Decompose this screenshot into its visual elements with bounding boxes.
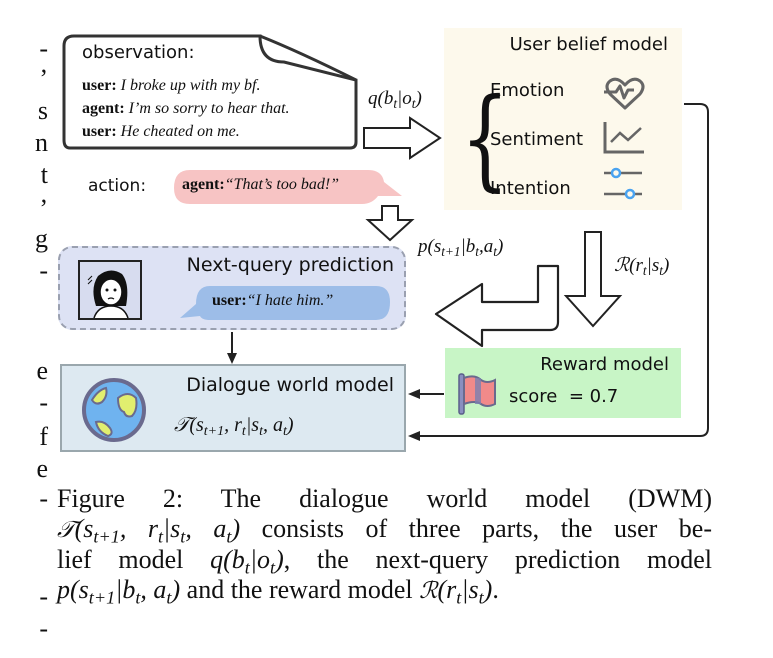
arrowhead-left [408,389,420,399]
reward-model-title: Reward model [540,354,669,375]
portrait-drawing [87,270,129,319]
reward-formula: ℛ(rt|st) [614,254,670,278]
left-fragment: g [35,224,48,253]
caption-text: Figure 2: The dialogue world model (DWM) [57,484,712,513]
sliders-icon [604,167,642,200]
globe-icon [82,378,146,442]
dwm-title: Dialogue world model [186,374,394,396]
speaker-label: user: [82,123,117,140]
bubble-shape [180,286,390,320]
left-fragment: f [39,422,48,451]
left-fragment: e [36,356,48,385]
utterance: “I hate him.” [246,292,334,309]
hollow-arrow-down [365,205,415,242]
speaker-label: agent: [82,100,125,117]
user-belief-model-box: User belief model { Emotion Sentiment In… [444,28,682,210]
belief-formula: q(bt|ot) [368,88,422,111]
speaker-label: agent: [182,176,225,193]
caption-line: p(st+1|bt, at) and the reward model ℛ(rt… [57,575,499,608]
line-chart-icon [603,122,644,154]
speaker-label: user: [212,292,247,309]
left-fragment: ’ [39,194,48,223]
left-fragment: - [39,388,48,417]
left-fragment: - [39,614,48,643]
arrowhead-down [227,353,237,364]
user-speech-bubble: user:“I hate him.” [180,284,392,322]
arrowhead-left [408,431,420,441]
action-utterance: agent:“That’s too bad!” [182,176,339,194]
reward-score: score = 0.7 [509,386,618,407]
caption-line: Figure 2: The dialogue world model (DWM) [57,484,712,514]
utterance: “That’s too bad!” [224,176,340,193]
score-label: score [509,386,558,407]
heart-pulse-icon [604,77,645,110]
reward-model-box: Reward model score = 0.7 [445,348,681,418]
action-label: action: [88,176,147,196]
dialogue-line: user: I broke up with my bf. [82,74,290,97]
observation-dialogue: user: I broke up with my bf. agent: I’m … [82,74,290,143]
score-value: = 0.7 [568,386,619,407]
left-fragment: - [39,256,48,285]
left-fragment: - [39,484,48,513]
figure-caption: Figure 2: The dialogue world model (DWM)… [57,484,712,608]
dialogue-line: agent: I’m so sorry to hear that. [82,97,290,120]
hollow-l-arrow [434,264,560,348]
speaker-label: user: [82,77,117,94]
left-fragment: e [36,454,48,483]
left-fragment: s [37,96,48,125]
predicted-user-utterance: user:“I hate him.” [212,292,333,310]
feedback-line [418,103,709,437]
bubble-shape [174,170,402,204]
observation-card: observation: user: I broke up with my bf… [60,32,360,152]
connector-arrows [227,103,709,441]
left-fragment: ’ [39,64,48,93]
next-query-formula: p(st+1|bt,at) [418,236,504,259]
dialogue-line: user: He cheated on me. [82,120,290,143]
belief-item-intention: Intention [490,178,571,199]
left-fragment: - [39,582,48,611]
belief-item-sentiment: Sentiment [490,129,584,150]
utterance: I’m so sorry to hear that. [128,100,290,117]
belief-model-title: User belief model [509,34,668,55]
utterance: He cheated on me. [120,123,240,140]
caption-line: lief model q(bt|ot), the next-query pred… [57,545,712,578]
utterance: I broke up with my bf. [120,77,261,94]
left-fragment: n [35,128,48,157]
observation-title: observation: [82,42,195,63]
dwm-formula: 𝒯(st+1, rt|st, at) [174,412,294,440]
next-query-title: Next-query prediction [186,254,394,276]
belief-item-emotion: Emotion [490,80,565,101]
caption-line: 𝒯(st+1, rt|st, at) consists of three par… [57,514,712,547]
dialogue-world-model-box: Dialogue world model 𝒯(st+1, rt|st, at) [60,364,406,452]
flag-icon [458,373,496,415]
hollow-arrow-down-reward [563,231,623,328]
curly-brace: { [460,74,510,202]
document-card-shape [62,34,358,150]
action-speech-bubble: agent:“That’s too bad!” [172,168,402,208]
hollow-arrow-right [363,116,442,160]
next-query-prediction-box: Next-query prediction user:“I hate him.” [58,246,406,330]
sad-woman-portrait-icon [78,260,142,320]
left-fragment: - [39,34,48,63]
left-fragment: t [40,160,48,189]
